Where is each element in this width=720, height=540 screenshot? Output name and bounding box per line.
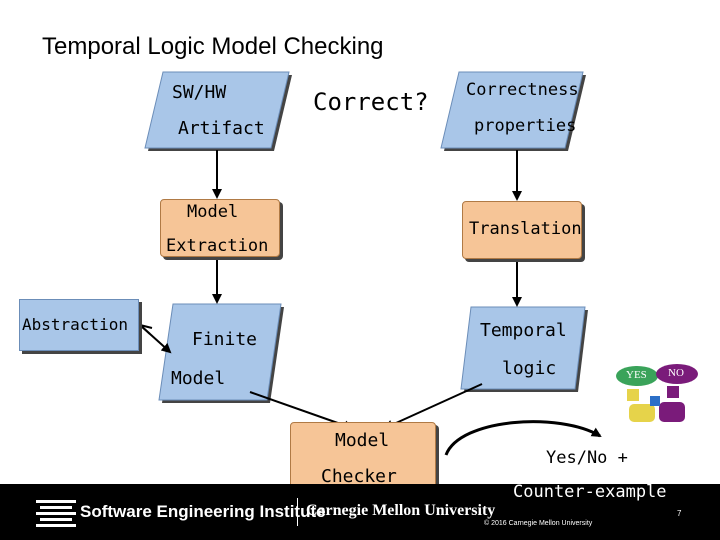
temporal-logic-line1: Temporal — [480, 320, 567, 341]
model-checker-line1: Model — [335, 430, 390, 451]
finite-model-shape — [158, 303, 282, 401]
yes-badge: YES — [626, 369, 647, 381]
result-line1: Yes/No + — [546, 448, 628, 468]
footer-bar: Software Engineering Institute Carnegie … — [0, 484, 720, 540]
model-extraction-line2: Extraction — [166, 236, 269, 256]
model-extraction-box — [160, 199, 280, 257]
slide-title: Temporal Logic Model Checking — [42, 33, 384, 60]
footer-divider — [297, 498, 298, 526]
correctness-shape — [440, 71, 584, 149]
artifact-line2: Artifact — [178, 118, 265, 139]
model-extraction-line1: Model — [187, 202, 239, 222]
finite-model-line2: Model — [171, 368, 226, 389]
arrow-checker-to-result — [444, 420, 602, 456]
footer-copyright: © 2016 Carnegie Mellon University — [484, 520, 593, 527]
abstraction-label: Abstraction — [22, 315, 128, 334]
no-badge: NO — [668, 367, 684, 379]
artifact-shape — [144, 71, 290, 149]
arrow-logic-to-checker — [383, 383, 483, 430]
artifact-line1: SW/HW — [172, 82, 227, 103]
page-number: 7 — [677, 509, 682, 518]
temporal-logic-shape — [460, 306, 586, 390]
result-line2: Counter-example — [513, 482, 667, 502]
temporal-logic-line2: logic — [502, 358, 557, 379]
model-checker-line2: Checker — [321, 466, 397, 487]
finite-model-line1: Finite — [192, 329, 258, 350]
abstraction-box — [19, 299, 139, 351]
footer-org: Software Engineering Institute — [80, 502, 326, 521]
yes-no-figure — [616, 364, 698, 422]
correctness-line1: Correctness — [466, 80, 579, 100]
translation-label: Translation — [469, 219, 582, 239]
footer-university: Carnegie Mellon University — [306, 502, 496, 519]
translation-box — [462, 201, 582, 259]
sei-logo-icon — [36, 500, 76, 527]
correct-question: Correct? — [313, 88, 429, 116]
correctness-line2: properties — [474, 116, 577, 136]
